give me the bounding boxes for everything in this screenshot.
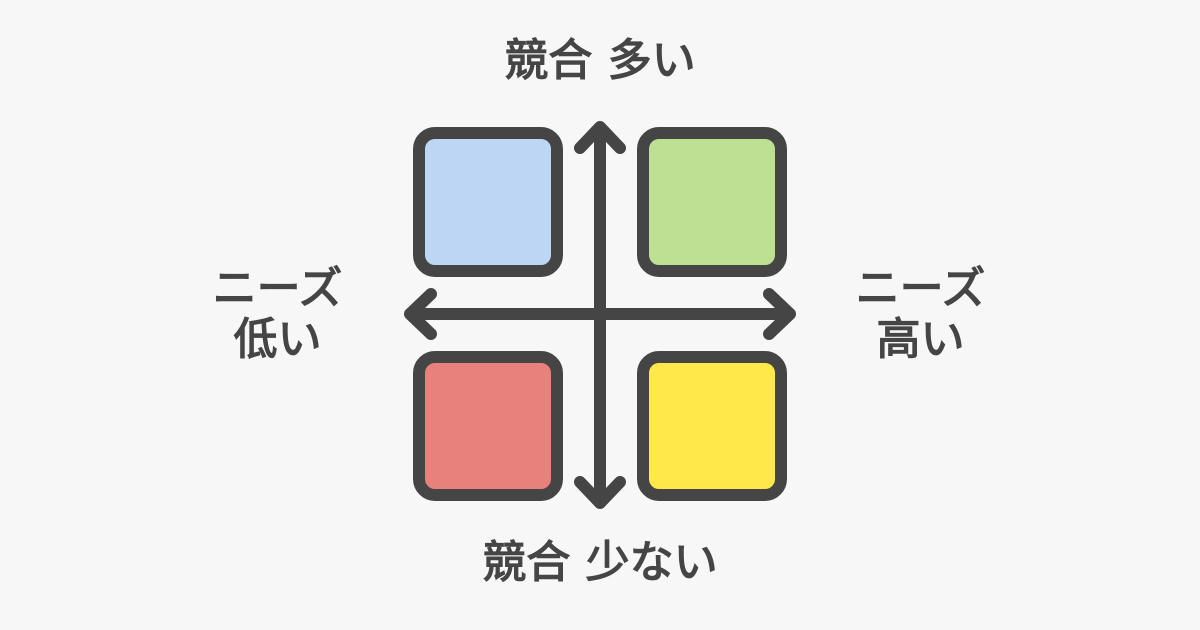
arrowhead-right	[763, 288, 796, 340]
top-label-text: 競合 多い	[504, 35, 696, 86]
quadrant-top-left	[413, 127, 563, 277]
arrowhead-left	[404, 288, 437, 340]
quadrant-bottom-left	[413, 351, 563, 501]
right-label-line2: 高い	[876, 313, 965, 365]
left-label: ニーズ 低い	[190, 263, 365, 365]
right-label-line1: ニーズ	[855, 263, 986, 314]
quadrant-top-right	[637, 127, 787, 277]
left-label-line1: ニーズ	[212, 263, 343, 314]
arrowhead-down	[574, 476, 626, 509]
right-label: ニーズ 高い	[833, 263, 1008, 365]
left-label-line2: 低い	[233, 313, 322, 365]
horizontal-axis-arrow	[404, 288, 796, 340]
top-label: 競合 多い	[0, 35, 1200, 87]
bottom-label-text: 競合 少ない	[482, 537, 718, 588]
arrowhead-up	[574, 121, 626, 154]
quadrant-bottom-right	[637, 351, 787, 501]
bottom-label: 競合 少ない	[0, 537, 1200, 589]
